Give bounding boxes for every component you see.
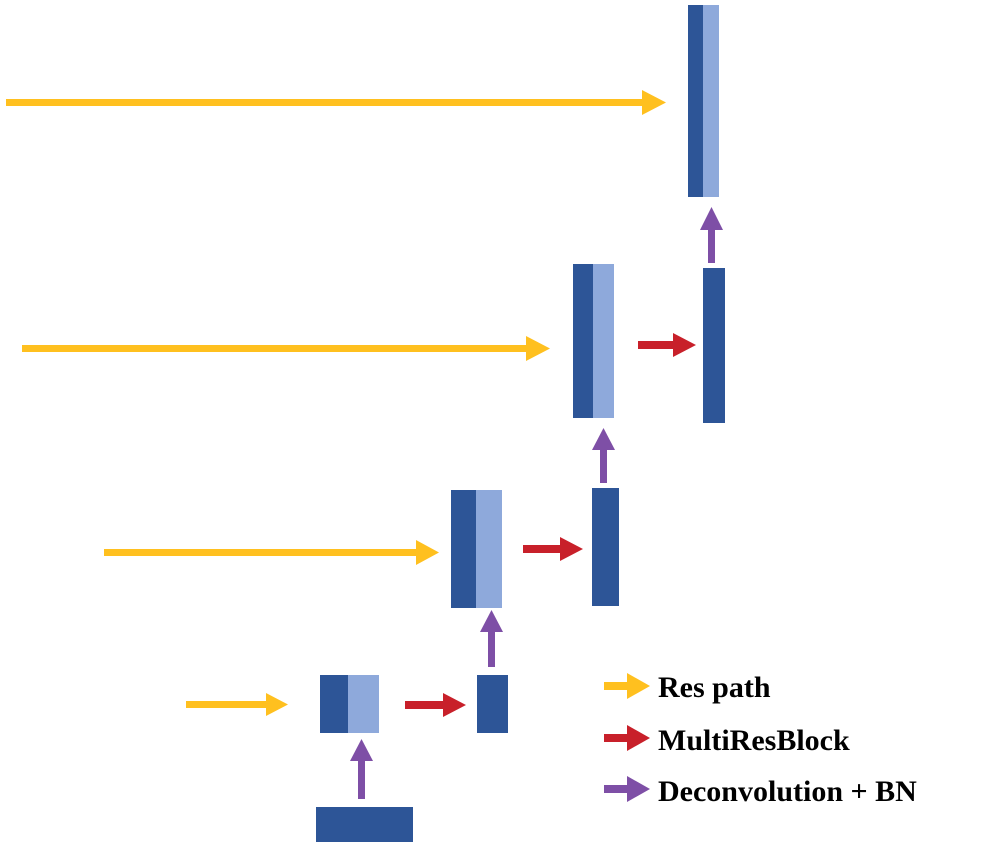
multiresblock-legend-arrow — [604, 725, 650, 751]
level-3 — [22, 264, 725, 483]
legend-item-res-path: Res path — [604, 671, 771, 704]
multiresblock-arrow — [638, 333, 696, 357]
deconvolution-arrow — [350, 739, 373, 799]
level-4 — [6, 5, 723, 263]
deconvolution-arrow — [700, 207, 723, 263]
res-path-arrow — [6, 90, 666, 115]
legend-item-multiresblock: MultiResBlock — [604, 724, 850, 757]
multires-output-block — [703, 268, 725, 423]
multires-output-block — [477, 675, 508, 733]
legend-label-deconvolution: Deconvolution + BN — [658, 775, 917, 808]
level-1 — [186, 675, 508, 799]
level-2 — [104, 488, 619, 667]
concat-block-dark — [688, 5, 703, 197]
deconvolution-arrow — [480, 610, 503, 667]
deconvolution-arrow — [592, 428, 615, 483]
res-path-legend-arrow — [604, 673, 650, 699]
legend-label-res-path: Res path — [658, 671, 771, 704]
res-path-arrow — [22, 336, 550, 361]
res-path-arrow — [186, 693, 288, 716]
concat-block-light — [476, 490, 502, 608]
bottleneck-block — [316, 807, 413, 842]
multiresblock-arrow — [523, 537, 583, 561]
concat-block-dark — [451, 490, 476, 608]
legend: Res path MultiResBlock Deconvolution + B… — [604, 671, 917, 808]
legend-label-multiresblock: MultiResBlock — [658, 724, 850, 757]
multiresblock-arrow — [405, 693, 466, 717]
concat-block-light — [348, 675, 379, 733]
res-path-arrow — [104, 540, 439, 565]
deconvolution-legend-arrow — [604, 776, 650, 802]
concat-block-dark — [573, 264, 593, 418]
concat-block-dark — [320, 675, 348, 733]
concat-block-light — [593, 264, 614, 418]
concat-block-light — [703, 5, 719, 197]
multires-output-block — [592, 488, 619, 606]
legend-item-deconvolution: Deconvolution + BN — [604, 775, 917, 808]
